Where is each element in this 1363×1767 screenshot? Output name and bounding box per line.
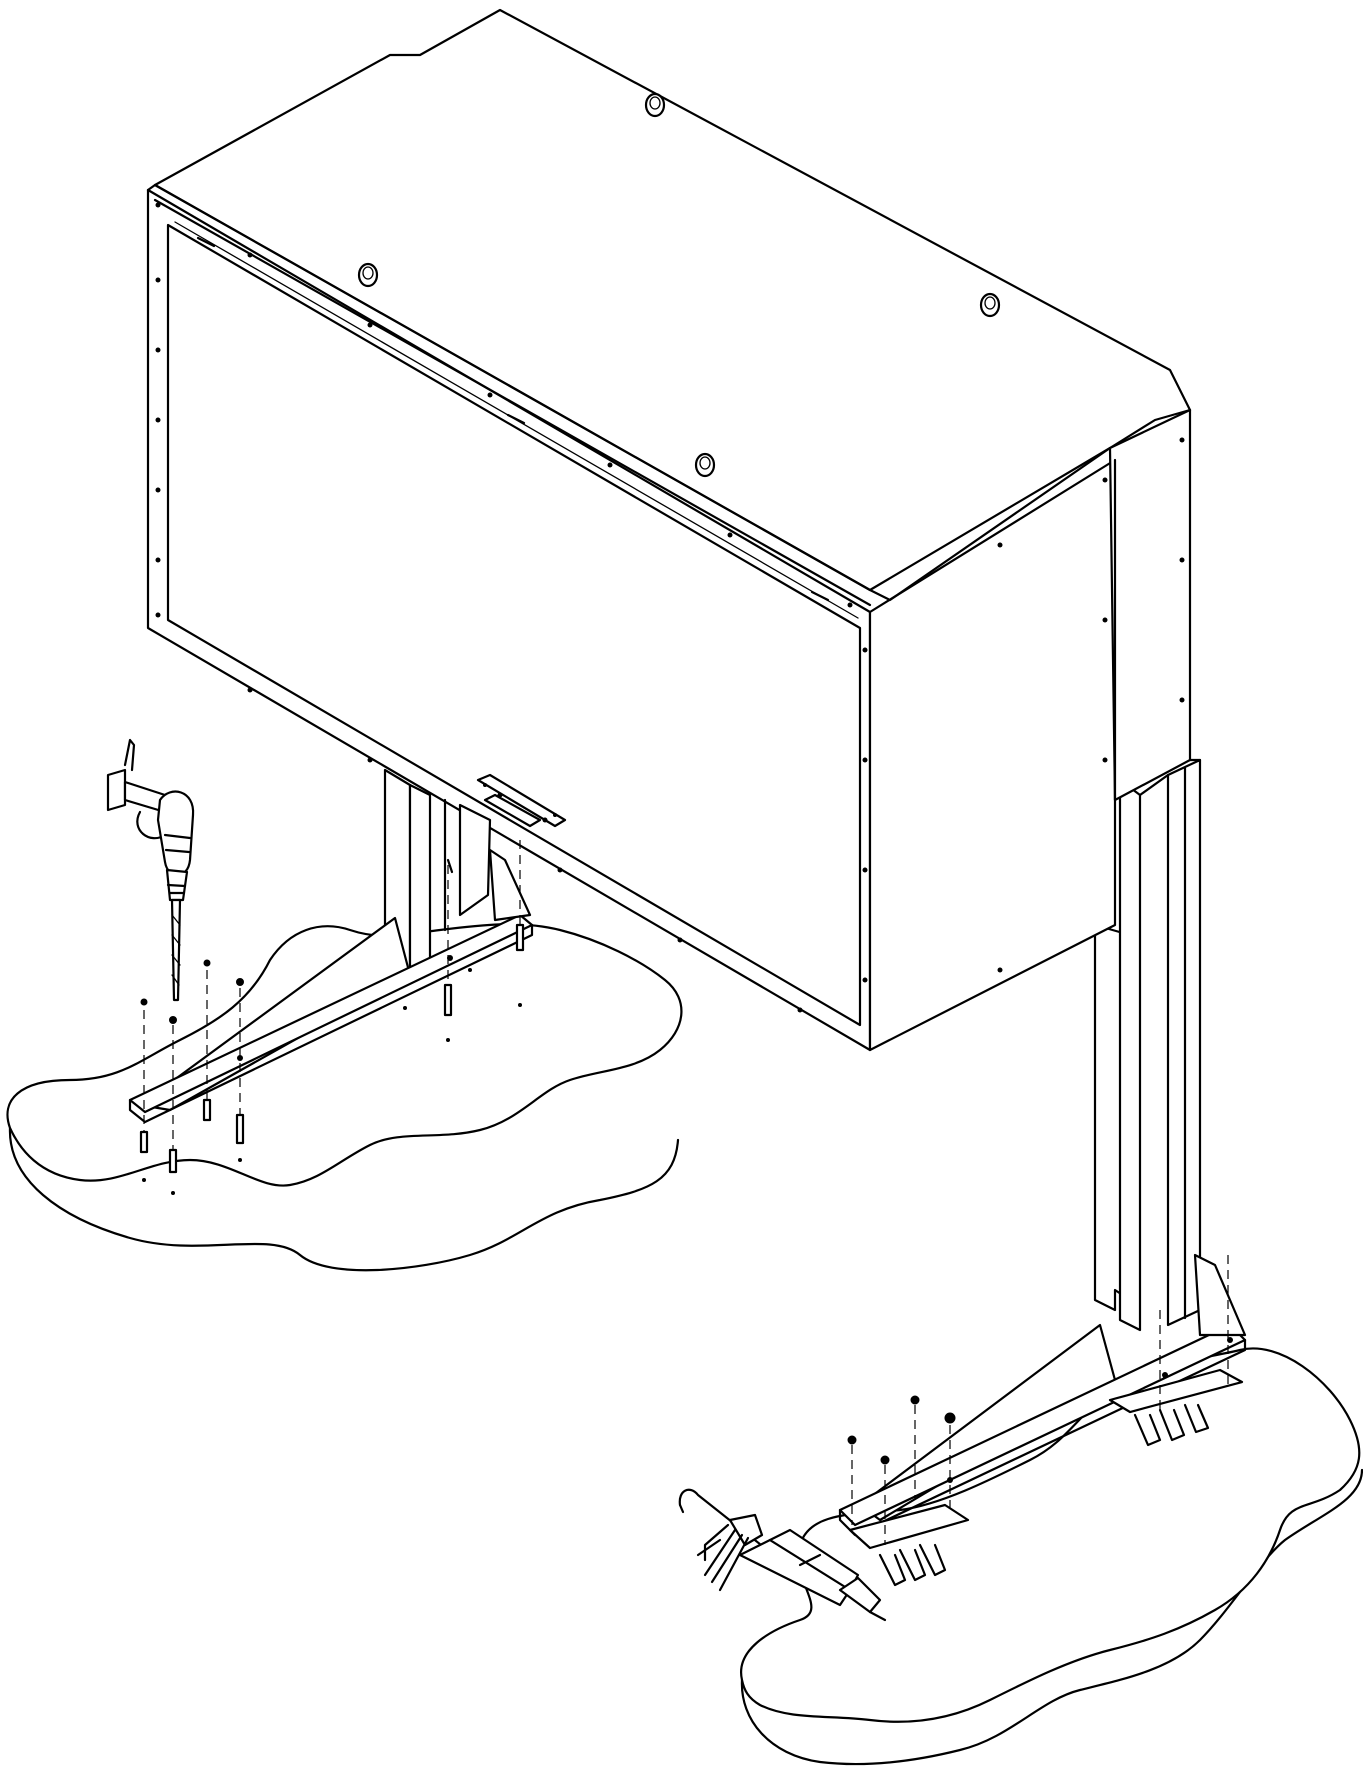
lifting-eye (644, 92, 666, 118)
anchor-bolt (235, 978, 245, 1162)
anchor-bolt (944, 1412, 956, 1510)
shim-set-right-rear (1133, 1403, 1210, 1447)
anchor-bolt (202, 959, 212, 1122)
anchor-bolt (880, 1455, 890, 1545)
anchor-bolt (1159, 1255, 1229, 1410)
caulking-gun-icon (678, 1488, 887, 1622)
anchor-bolt (910, 1395, 920, 1500)
anchor-bolt (847, 1435, 857, 1525)
cabinet-enclosure (146, 8, 1192, 1052)
mounting-bracket (476, 773, 567, 828)
hammer-drill-icon (106, 738, 195, 1002)
lifting-eye (979, 292, 1001, 318)
lifting-eye (694, 452, 716, 478)
anchor-bolt (168, 1016, 178, 1195)
anchor-bolt (515, 840, 525, 1007)
lifting-eye (357, 262, 379, 288)
shim-set-right-front (878, 1543, 947, 1587)
anchor-bolt (139, 998, 149, 1182)
concrete-pad-left (6, 923, 683, 1272)
anchor-bolt (443, 858, 454, 1042)
anchor-bolts (139, 840, 1229, 1545)
concrete-pad-right (740, 1347, 1363, 1766)
